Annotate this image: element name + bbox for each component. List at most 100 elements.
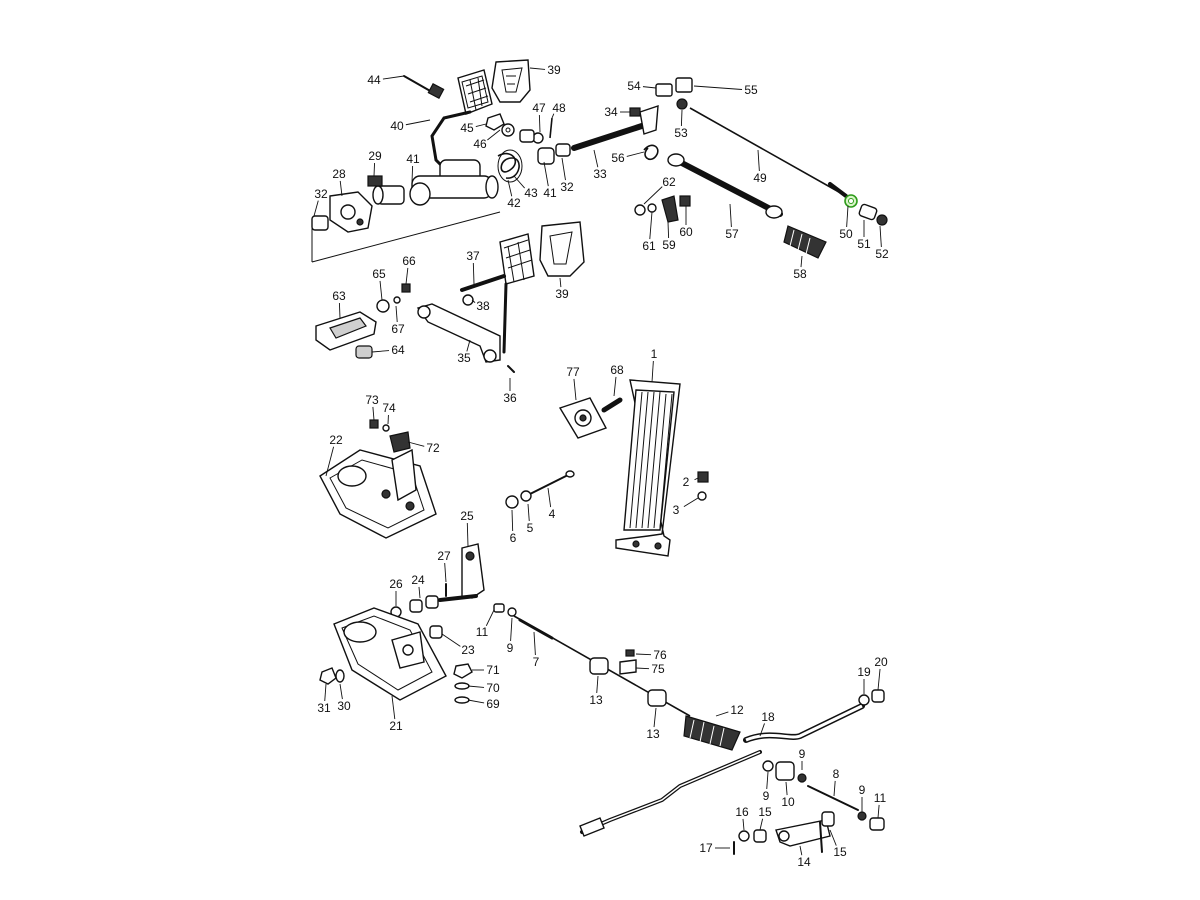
callout-leader-41 (543, 161, 549, 187)
callout-label-40: 40 (390, 119, 404, 133)
part-32-bushing-left (311, 215, 329, 231)
part-62-nut (634, 204, 646, 216)
callout-label-42: 42 (507, 196, 521, 210)
callout-label-9: 9 (507, 641, 514, 655)
callout-leader-18 (759, 723, 765, 737)
callout-label-45: 45 (460, 121, 474, 135)
pedal-bracket-upper (319, 419, 437, 539)
callout-label-5: 5 (527, 521, 534, 535)
part-22-bracket-housing (319, 448, 437, 539)
part-23-bushing (429, 625, 443, 639)
throttle-rod-assembly (505, 470, 575, 509)
callout-label-44: 44 (367, 73, 381, 87)
part-9-grommet-a (762, 760, 774, 772)
part-72-bracket-plate (389, 431, 411, 453)
part-9-grommet-b (797, 773, 807, 783)
callout-label-28: 28 (332, 167, 346, 181)
callout-label-77: 77 (566, 365, 580, 379)
callout-leader-25 (466, 522, 469, 547)
callout-leader-68 (613, 376, 617, 397)
callout-leader-10 (785, 781, 788, 796)
callout-leader-62 (643, 186, 663, 205)
callout-label-52: 52 (875, 247, 889, 261)
callout-leader-9 (510, 617, 513, 642)
callout-leader-65 (379, 280, 383, 301)
part-59-clip (661, 195, 679, 223)
callout-leader-33 (593, 149, 599, 168)
callout-label-23: 23 (461, 643, 475, 657)
part-15-bushing-left (753, 829, 767, 843)
part-16-washer (738, 830, 750, 842)
part-34-bolt (629, 107, 641, 117)
callout-label-70: 70 (486, 681, 500, 695)
part-28-bracket (329, 191, 373, 233)
callout-label-39: 39 (555, 287, 569, 301)
callout-leader-32 (561, 157, 566, 181)
part-8-rod (807, 785, 859, 811)
part-63-stop-plate (315, 311, 377, 351)
part-20-bolt (871, 689, 885, 703)
callout-label-50: 50 (839, 227, 853, 241)
callout-label-71: 71 (486, 663, 500, 677)
callout-label-61: 61 (642, 239, 656, 253)
callout-label-56: 56 (611, 151, 625, 165)
part-76-screw (625, 649, 635, 657)
callout-label-69: 69 (486, 697, 500, 711)
callout-label-7: 7 (533, 655, 540, 669)
callout-leader-7 (533, 631, 536, 656)
callout-leader-63 (338, 302, 341, 319)
callout-label-54: 54 (627, 79, 641, 93)
callout-label-8: 8 (833, 767, 840, 781)
callout-label-74: 74 (382, 401, 396, 415)
callout-leader-57 (729, 203, 732, 228)
callout-label-59: 59 (662, 238, 676, 252)
callout-leader-39 (559, 277, 562, 288)
callout-label-19: 19 (857, 665, 871, 679)
callout-label-1: 1 (651, 347, 658, 361)
callout-label-41: 41 (543, 186, 557, 200)
part-65-washer (376, 299, 390, 313)
part-13-bushing-lower (647, 689, 667, 707)
callout-leader-70 (467, 685, 485, 688)
callout-leader-61 (649, 211, 653, 240)
clutch-cable-assembly (634, 107, 888, 259)
callout-label-57: 57 (725, 227, 739, 241)
part-73-screw (369, 419, 379, 429)
callout-label-2: 2 (683, 475, 690, 489)
part-24-bushings (409, 595, 439, 613)
callout-leader-11 (485, 609, 495, 627)
callout-leader-53 (680, 109, 683, 127)
callout-label-13: 13 (589, 693, 603, 707)
part-2-bolt (697, 471, 709, 483)
callout-leader-73 (372, 406, 375, 421)
callout-leader-77 (573, 378, 577, 401)
callout-label-73: 73 (365, 393, 379, 407)
part-12-boot (683, 715, 741, 751)
callout-label-41: 41 (406, 152, 420, 166)
callout-label-6: 6 (510, 531, 517, 545)
callout-leader-48 (551, 113, 555, 119)
callout-leader-43 (513, 175, 525, 189)
callout-leader-54 (642, 86, 657, 89)
callout-label-9: 9 (799, 747, 806, 761)
part-14-lever (775, 819, 831, 853)
callout-leader-1 (651, 360, 654, 383)
callout-leader-14 (799, 845, 803, 856)
part-21-bracket-housing (333, 607, 447, 701)
callout-label-29: 29 (368, 149, 382, 163)
callout-leader-52 (879, 225, 882, 248)
callout-label-60: 60 (679, 225, 693, 239)
part-74-washer (382, 424, 390, 432)
part-58-rubber-boot (783, 225, 827, 259)
callout-leader-3 (683, 497, 699, 508)
callout-label-3: 3 (673, 503, 680, 517)
callout-leader-50 (846, 205, 849, 228)
callout-label-64: 64 (391, 343, 405, 357)
callout-leader-29 (373, 162, 376, 177)
callout-leader-23 (441, 633, 461, 647)
callout-label-68: 68 (610, 363, 624, 377)
part-30-washer (335, 669, 345, 683)
callout-label-58: 58 (793, 267, 807, 281)
